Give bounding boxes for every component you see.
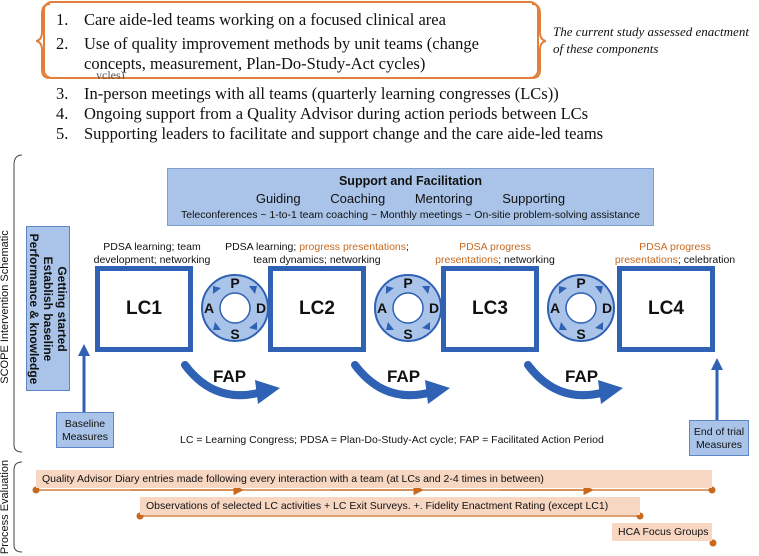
list-item-2: 2.Use of quality improvement methods by …: [56, 34, 479, 53]
role-coaching: Coaching: [330, 191, 386, 206]
legend: LC = Learning Congress; PDSA = Plan-Do-S…: [180, 434, 604, 446]
fap-arrow-2-head: [425, 380, 450, 404]
baseline-panel: Getting started Establish baseline Perfo…: [26, 226, 70, 391]
components-list: 1.Care aide-led teams working on a focus…: [0, 0, 759, 143]
support-facilitation-box: Support and Facilitation Guiding Coachin…: [167, 168, 654, 226]
lc2-box: LC2: [268, 266, 366, 352]
lc1-note: PDSA learning; team development; network…: [93, 241, 211, 266]
fap-label-2: FAP: [387, 367, 421, 386]
diary-bar: Quality Advisor Diary entries made follo…: [36, 470, 712, 488]
observations-bar: Observations of selected LC activities +…: [140, 497, 640, 515]
lc4-box: LC4: [617, 266, 715, 352]
list-item-1: 1.Care aide-led teams working on a focus…: [56, 10, 446, 29]
svg-text:P: P: [576, 275, 585, 291]
fap-arrow-1: [181, 361, 266, 400]
left-brackets: [13, 154, 23, 553]
svg-text:D: D: [429, 300, 439, 316]
list-item-4: 4.Ongoing support from a Quality Advisor…: [56, 104, 589, 123]
support-title: Support and Facilitation: [338, 174, 483, 188]
overlap-fragment: ycles): [96, 69, 125, 79]
svg-text:A: A: [550, 300, 560, 316]
pdsa-wheel-3: P D S A: [547, 274, 615, 342]
fap-label-3: FAP: [565, 367, 599, 386]
svg-text:S: S: [576, 326, 585, 342]
end-measures-box: End of trial Measures: [689, 420, 749, 456]
list-item-3: 3.In-person meetings with all teams (qua…: [56, 84, 559, 103]
focus-groups-bar: HCA Focus Groups: [612, 523, 712, 541]
fap-arrow-3-head: [598, 380, 623, 404]
role-guiding: Guiding: [255, 191, 301, 206]
fap-label-1: FAP: [213, 367, 247, 386]
lc4-note: PDSA progress presentations; celebration: [614, 241, 736, 266]
lc3-box: LC3: [441, 266, 539, 352]
lc2-note: PDSA learning; progress presentations; t…: [225, 241, 409, 266]
fap-arrow-1-head: [255, 380, 280, 404]
highlight-brace: [36, 1, 546, 79]
list-item-2-continued: concepts, measurement, Plan-Do-Study-Act…: [84, 54, 426, 73]
list-item-5: 5.Supporting leaders to facilitate and s…: [56, 124, 604, 143]
pdsa-d: D: [256, 300, 266, 316]
svg-text:A: A: [377, 300, 387, 316]
pdsa-p: P: [230, 275, 239, 291]
role-supporting: Supporting: [502, 191, 566, 206]
study-note: The current study assessed enactment of …: [553, 24, 749, 56]
fap-arrow-2: [351, 361, 436, 400]
baseline-measures-box: Baseline Measures: [56, 412, 114, 448]
pdsa-wheel-2: P D S A: [374, 274, 442, 342]
role-mentoring: Mentoring: [414, 191, 473, 206]
support-methods: Teleconferences ~ 1-to-1 team coaching ~…: [180, 209, 641, 221]
svg-text:S: S: [403, 326, 412, 342]
lc3-note: PDSA progress presentations; networking: [435, 241, 555, 266]
support-roles: Guiding Coaching Mentoring Supporting: [168, 191, 653, 206]
svg-text:D: D: [602, 300, 612, 316]
pdsa-wheel-1: P D S A: [201, 274, 269, 342]
fap-arrow-3: [524, 361, 609, 400]
svg-text:P: P: [403, 275, 412, 291]
pdsa-a: A: [204, 300, 214, 316]
pdsa-s: S: [230, 326, 239, 342]
lc1-box: LC1: [95, 266, 193, 352]
